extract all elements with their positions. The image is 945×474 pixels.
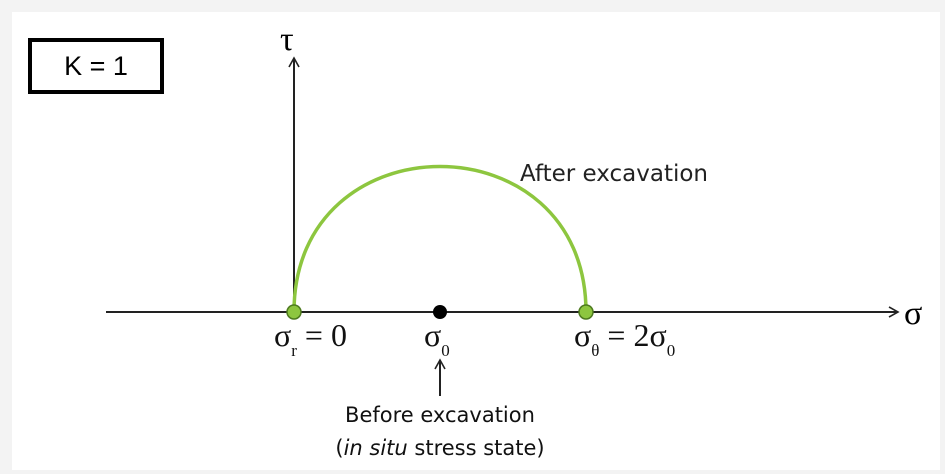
sigma-theta-subscript: θ	[591, 341, 599, 360]
sigma-0-subscript: 0	[441, 341, 450, 360]
sigma-r-symbol: σ	[274, 317, 291, 353]
sigma-theta-value: = 2σ	[599, 317, 666, 353]
sigma-r-point	[286, 304, 302, 320]
k-ratio-badge: K = 1	[28, 38, 164, 94]
sigma-axis-label: σ	[904, 295, 922, 332]
mohr-circle-after-excavation	[292, 164, 588, 313]
diagram-canvas: K = 1	[12, 12, 940, 470]
sigma-theta-point	[578, 304, 594, 320]
sigma-0-label: σ0	[424, 317, 450, 360]
sigma-0-symbol: σ	[424, 317, 441, 353]
after-excavation-label: After excavation	[520, 161, 708, 187]
tau-axis-label: τ	[280, 21, 294, 58]
in-situ-italic: in situ	[344, 436, 408, 460]
sigma-0-point	[433, 305, 447, 319]
before-excavation-label: Before excavation	[345, 403, 535, 427]
k-ratio-label: K = 1	[64, 50, 128, 81]
sigma-r-subscript: r	[291, 341, 297, 360]
in-situ-stress-label: (in situ stress state)	[335, 436, 544, 460]
sigma-theta-label: σθ = 2σ0	[574, 317, 675, 360]
sigma-r-value: = 0	[297, 317, 347, 353]
sigma-r-label: σr = 0	[274, 317, 347, 360]
sigma-theta-symbol: σ	[574, 317, 591, 353]
in-situ-open-paren: (	[335, 436, 343, 460]
sigma-theta-value-subscript: 0	[667, 341, 676, 360]
in-situ-rest: stress state)	[408, 436, 545, 460]
